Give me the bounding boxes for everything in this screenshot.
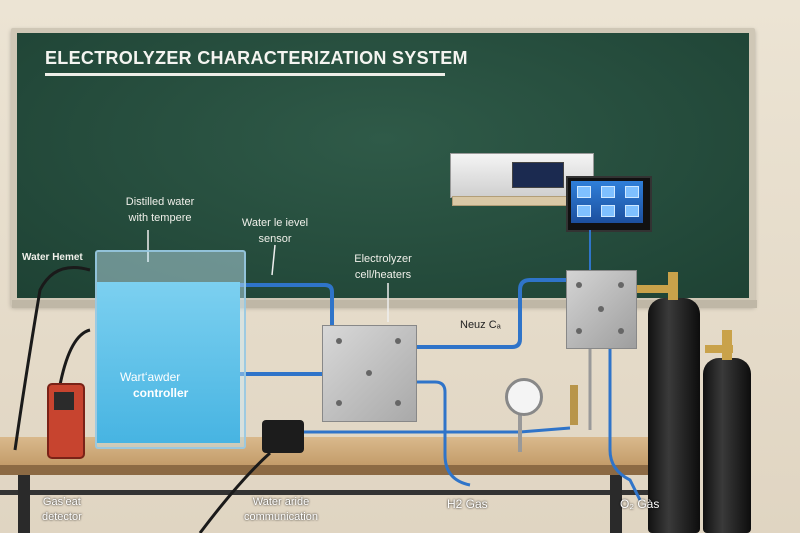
table-leg: [610, 475, 622, 533]
o2-gas-cylinder: [703, 358, 751, 533]
detector-cable: [58, 328, 91, 386]
instrument-display: [512, 162, 564, 188]
brass-valve: [570, 385, 578, 425]
label-line: cell/heaters: [354, 269, 412, 281]
cell-to-manifold-tube: [415, 278, 566, 349]
label-line: with tempere: [128, 212, 192, 224]
label-gas-detector: Gasʽeat detector: [42, 495, 82, 525]
bolt: [395, 400, 401, 406]
regulator-fitting: [705, 345, 733, 353]
bolt: [618, 328, 624, 334]
table-crossbar: [0, 490, 680, 495]
label-water-level-sensor: Water le ievel sensor: [230, 215, 320, 247]
label-line: Water le ievel: [241, 217, 309, 229]
signal-tube: [300, 426, 571, 434]
label-line: Water aride: [252, 496, 310, 508]
label-distilled-water: Distilled water with tempere: [100, 194, 220, 226]
chalkboard: [17, 33, 749, 298]
tank-label-line1: Wartʻawder: [120, 370, 181, 384]
bolt: [576, 328, 582, 334]
label-o2-gas: O₂ Gàs: [620, 497, 660, 511]
pressure-gauge: [505, 378, 543, 416]
bolt: [618, 282, 624, 288]
label-line: Gasʽeat: [42, 496, 81, 508]
label-line: sensor: [258, 233, 292, 245]
label-line: communication: [244, 511, 318, 523]
label-line: Electrolyzer: [354, 253, 412, 265]
h2-gas-tube: [415, 380, 471, 487]
screen-tile-icon[interactable]: [601, 186, 615, 198]
h2-gas-cylinder: [648, 298, 700, 533]
label-line: Distilled water: [125, 196, 195, 208]
valve-stem: [668, 272, 678, 300]
label-neuz: Neuz Cₐ: [460, 319, 501, 331]
o2-gas-tube: [608, 347, 642, 501]
screen-tile-icon[interactable]: [625, 186, 639, 198]
bolt: [336, 338, 342, 344]
label-water-hemet: Water Hemet: [22, 252, 83, 263]
regulator-fitting: [635, 285, 675, 293]
bolt: [395, 338, 401, 344]
device-cable: [198, 451, 272, 533]
arrow-line: [271, 244, 276, 276]
board-title: ELECTROLYZER CHARACTERIZATION SYSTEM: [45, 48, 468, 68]
tank-water: [97, 282, 240, 443]
detector-cable: [13, 266, 91, 451]
screen-tile-icon[interactable]: [577, 186, 591, 198]
detector-display: [54, 392, 74, 410]
screen-tile-icon[interactable]: [577, 205, 591, 217]
communication-module[interactable]: [262, 420, 304, 453]
label-water-communication: Water aride communication: [244, 495, 318, 525]
label-h2-gas: H2 Gas: [447, 497, 488, 511]
screen-tile-icon[interactable]: [625, 205, 639, 217]
valve-stem: [722, 330, 732, 360]
screen-tile-icon[interactable]: [601, 205, 615, 217]
table-leg: [18, 475, 30, 533]
label-electrolyzer-cell: Electrolyzer cell/heaters: [338, 251, 428, 283]
water-feed-tube: [240, 283, 334, 325]
bolt: [598, 306, 604, 312]
lab-table-edge: [0, 465, 680, 475]
bolt: [576, 282, 582, 288]
bolt: [366, 370, 372, 376]
label-line: detector: [42, 511, 82, 523]
title-underline: [45, 73, 445, 76]
bolt: [336, 400, 342, 406]
tank-label-line2: controller: [133, 386, 189, 400]
chalk-tray: [12, 300, 757, 308]
